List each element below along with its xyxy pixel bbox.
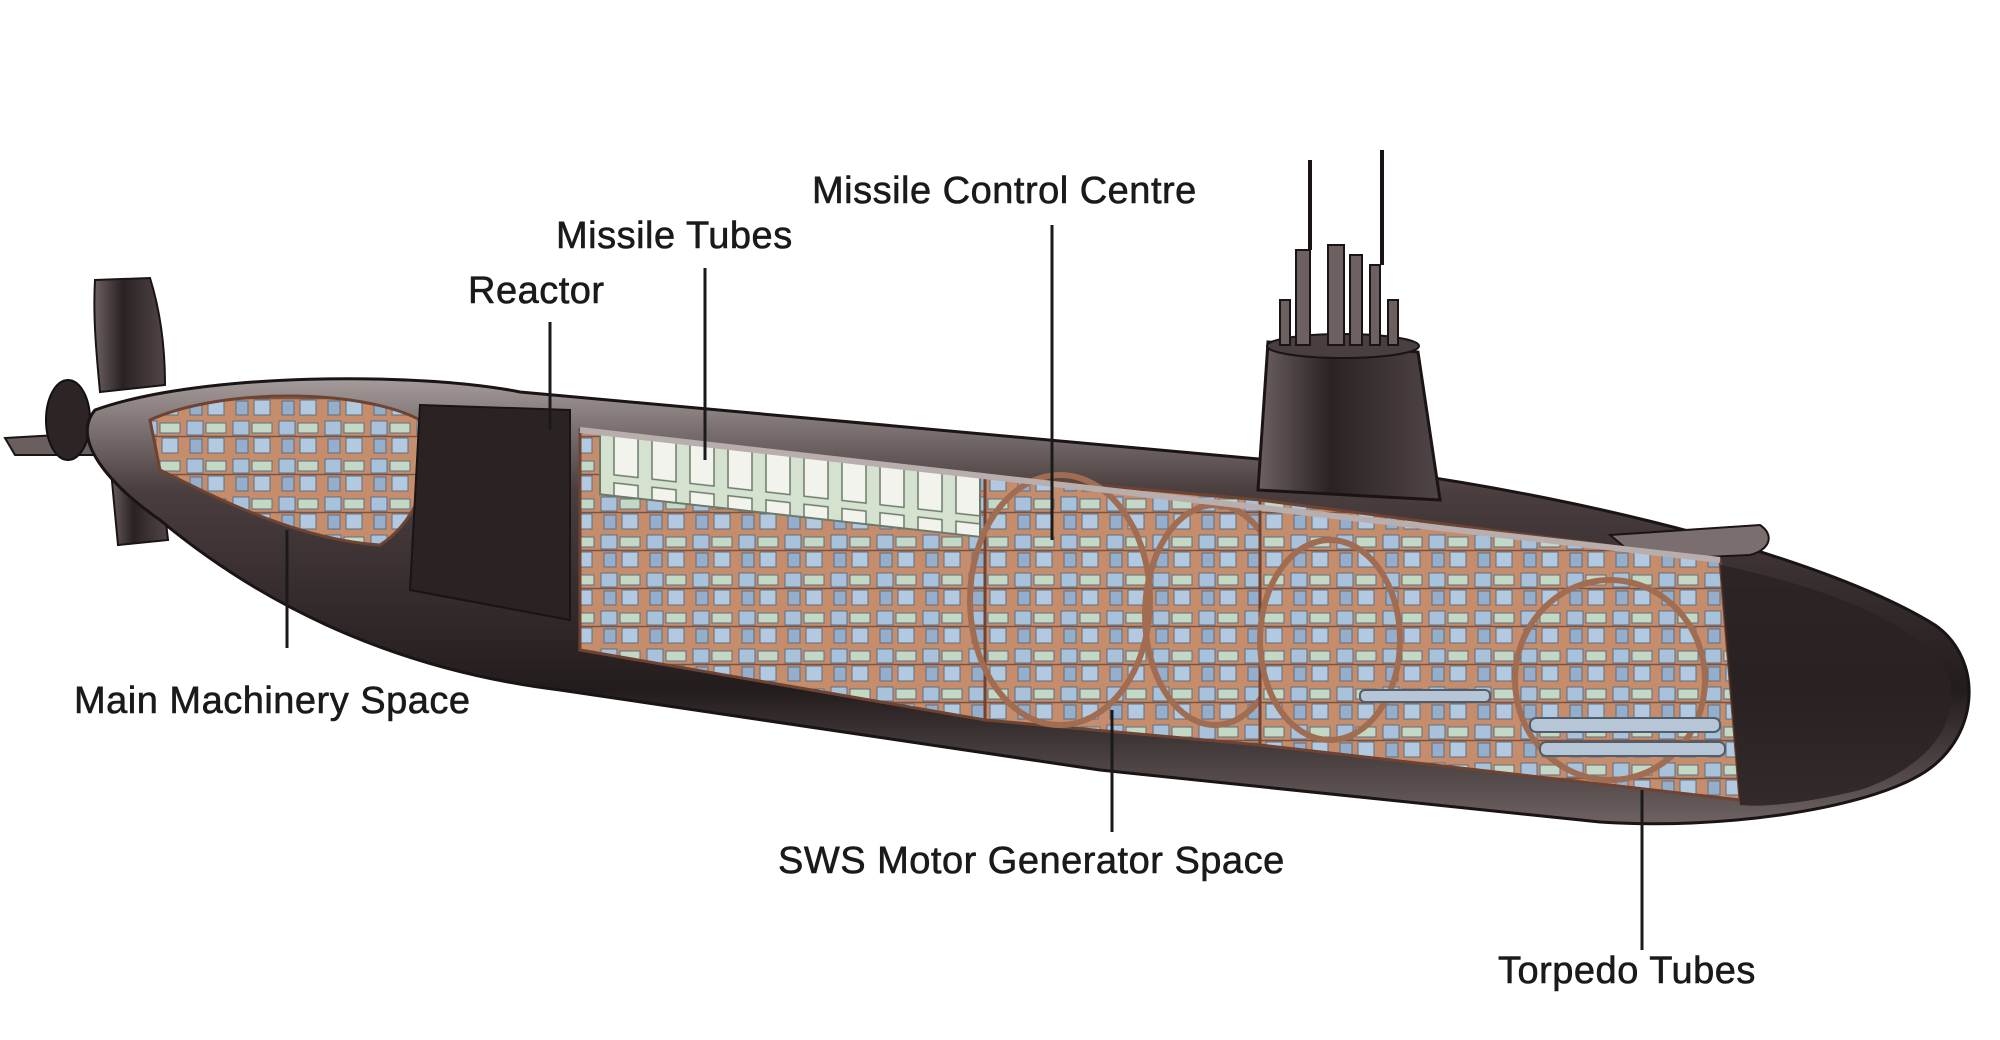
label-torpedo-tubes: Torpedo Tubes [1498,950,1756,993]
label-missile-control-centre: Missile Control Centre [812,170,1197,213]
reactor-compartment [408,403,571,622]
sail [1256,150,1442,502]
periscope-masts [1279,150,1399,346]
cutaway-interior [148,394,1742,802]
label-missile-tubes: Missile Tubes [556,215,793,258]
leader-lines [285,225,1644,950]
label-main-machinery-space: Main Machinery Space [74,680,471,723]
label-reactor: Reactor [468,270,605,313]
label-sws-motor-generator-space: SWS Motor Generator Space [778,840,1285,883]
control-compartment [983,473,1262,747]
torpedo-tubes-graphic [1359,689,1726,757]
